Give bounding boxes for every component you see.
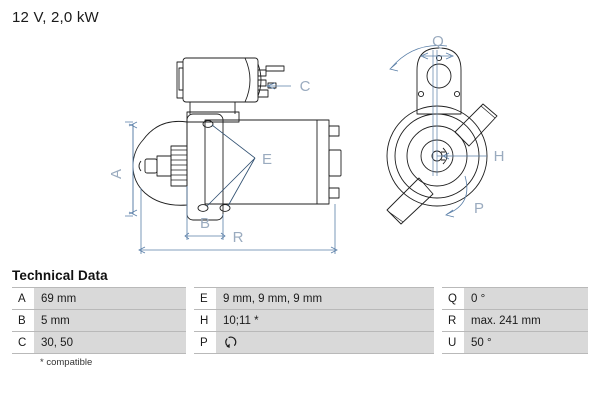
table-row: C 30, 50 P U 50 °: [12, 331, 588, 354]
spec-value-u: 50 °: [464, 331, 588, 354]
column-gap: [434, 287, 442, 310]
page-title: 12 V, 2,0 kW: [12, 9, 99, 26]
spec-value-b: 5 mm: [34, 309, 186, 332]
column-gap: [186, 287, 194, 310]
spec-value-p: [216, 331, 434, 354]
technical-data-section: Technical Data A 69 mm E 9 mm, 9 mm, 9 m…: [12, 268, 588, 368]
dimension-label-a: A: [108, 169, 125, 179]
dimension-label-e: E: [262, 151, 272, 168]
column-gap: [186, 331, 194, 354]
dimension-label-p: P: [474, 200, 484, 217]
dimension-label-q: Q: [432, 33, 444, 50]
starter-motor-side-view-drawing: A B C E R: [108, 57, 342, 254]
dimension-lines: [389, 45, 487, 218]
technical-data-heading: Technical Data: [12, 268, 108, 283]
spec-key-a: A: [12, 287, 34, 310]
specifications-table: A 69 mm E 9 mm, 9 mm, 9 mm Q 0 ° B 5 mm …: [12, 287, 588, 354]
dimension-label-r: R: [233, 229, 244, 246]
column-gap: [434, 331, 442, 354]
technical-drawings: A B C E R: [0, 28, 600, 260]
spec-key-p: P: [194, 331, 216, 354]
spec-key-r: R: [442, 309, 464, 332]
spec-key-q: Q: [442, 287, 464, 310]
dimension-label-h: H: [494, 148, 505, 165]
spec-value-e: 9 mm, 9 mm, 9 mm: [216, 287, 434, 310]
spec-key-c: C: [12, 331, 34, 354]
dimension-label-c: C: [300, 78, 311, 95]
dimension-label-b: B: [200, 215, 210, 232]
spec-value-r: max. 241 mm: [464, 309, 588, 332]
spec-key-b: B: [12, 309, 34, 332]
spec-value-h: 10;11 *: [216, 309, 434, 332]
spec-value-c: 30, 50: [34, 331, 186, 354]
dimension-lines: [125, 82, 338, 254]
table-footnote: * compatible: [40, 357, 93, 368]
column-gap: [186, 309, 194, 332]
spec-value-a: 69 mm: [34, 287, 186, 310]
spec-key-e: E: [194, 287, 216, 310]
column-gap: [434, 309, 442, 332]
spec-key-u: U: [442, 331, 464, 354]
callout-leader-lines-e: [206, 124, 256, 207]
rotation-counterclockwise-icon: [223, 335, 238, 350]
table-row: A 69 mm E 9 mm, 9 mm, 9 mm Q 0 °: [12, 287, 588, 310]
spec-value-q: 0 °: [464, 287, 588, 310]
starter-motor-front-view-drawing: Q H P: [386, 33, 505, 225]
spec-key-h: H: [194, 309, 216, 332]
table-row: B 5 mm H 10;11 * R max. 241 mm: [12, 309, 588, 332]
